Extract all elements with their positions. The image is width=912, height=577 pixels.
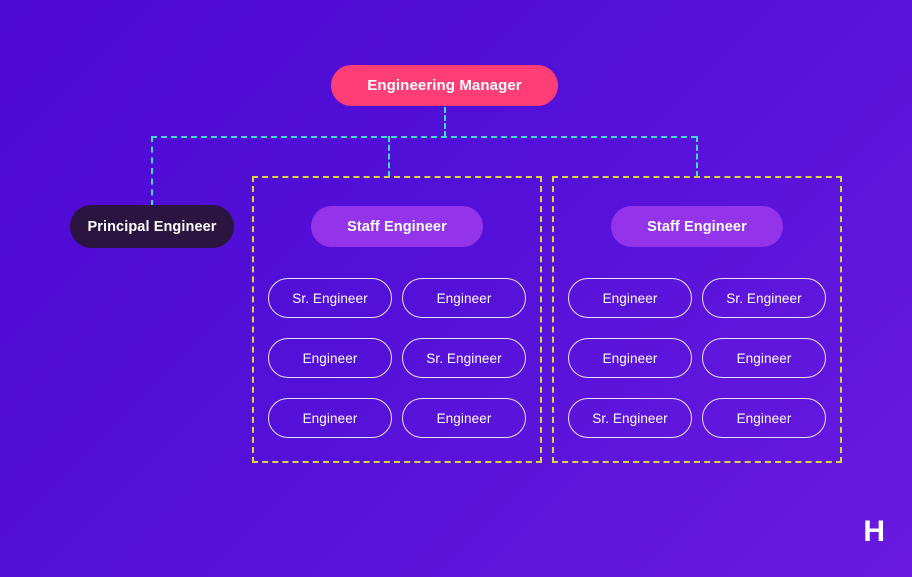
node-ic-left-4[interactable]: Sr. Engineer xyxy=(402,338,526,378)
node-engineering-manager[interactable]: Engineering Manager xyxy=(331,65,558,106)
node-ic-left-3[interactable]: Engineer xyxy=(268,338,392,378)
node-ic-right-1[interactable]: Engineer xyxy=(568,278,692,318)
node-ic-right-3[interactable]: Engineer xyxy=(568,338,692,378)
connector-drop-team-left xyxy=(388,136,390,177)
brand-logo-h: H xyxy=(863,515,885,548)
connector-drop-principal xyxy=(151,136,153,206)
node-staff-engineer-left[interactable]: Staff Engineer xyxy=(311,206,483,247)
node-ic-right-6[interactable]: Engineer xyxy=(702,398,826,438)
node-ic-left-2[interactable]: Engineer xyxy=(402,278,526,318)
node-ic-left-1[interactable]: Sr. Engineer xyxy=(268,278,392,318)
team-group-left xyxy=(252,176,542,463)
node-principal-engineer[interactable]: Principal Engineer xyxy=(70,205,234,248)
team-group-right xyxy=(552,176,842,463)
connector-drop-team-right xyxy=(696,136,698,177)
node-ic-right-4[interactable]: Engineer xyxy=(702,338,826,378)
connector-horizontal-bus xyxy=(151,136,697,138)
node-ic-left-5[interactable]: Engineer xyxy=(268,398,392,438)
node-ic-right-2[interactable]: Sr. Engineer xyxy=(702,278,826,318)
node-ic-left-6[interactable]: Engineer xyxy=(402,398,526,438)
connector-manager-stem xyxy=(444,107,446,137)
node-staff-engineer-right[interactable]: Staff Engineer xyxy=(611,206,783,247)
node-ic-right-5[interactable]: Sr. Engineer xyxy=(568,398,692,438)
